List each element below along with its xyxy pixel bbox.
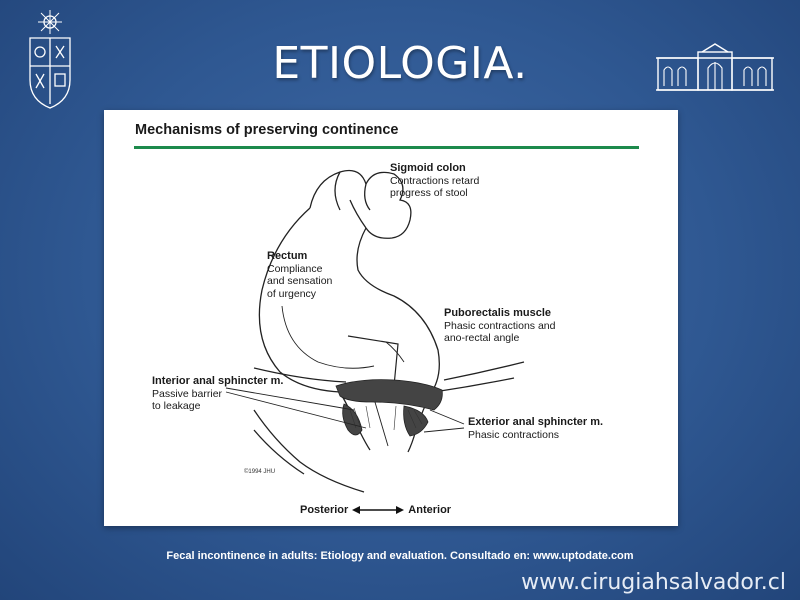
orientation-axis: Posterior Anterior <box>300 504 451 516</box>
source-caption: Fecal incontinence in adults: Etiology a… <box>166 550 634 562</box>
website-footer: www.cirugiahsalvador.cl <box>521 570 786 595</box>
label-sigmoid-colon: Sigmoid colon Contractions retard progre… <box>390 162 480 199</box>
slide-title: ETIOLOGIA. <box>272 38 528 89</box>
label-puborectalis-muscle: Puborectalis muscle Phasic contractions … <box>444 307 556 344</box>
figure-title-rule <box>134 146 639 149</box>
label-exterior-anal-sphincter: Exterior anal sphincter m. Phasic contra… <box>468 416 604 441</box>
hospital-building-logo <box>656 43 774 91</box>
figure-title: Mechanisms of preserving continence <box>135 122 399 138</box>
university-seal-logo <box>29 10 71 109</box>
artist-signature-mark: ©1994 JHU <box>244 468 275 475</box>
label-interior-anal-sphincter: Interior anal sphincter m. Passive barri… <box>152 375 284 412</box>
axis-label-anterior: Anterior <box>408 504 452 516</box>
label-rectum: Rectum Compliance and sensation of urgen… <box>267 250 333 300</box>
double-arrow-icon <box>352 506 405 514</box>
axis-label-posterior: Posterior <box>300 504 349 516</box>
anatomy-figure-panel: Mechanisms of preserving continence <box>104 110 678 526</box>
anorectal-anatomy-drawing: ©1994 JHU <box>225 169 525 493</box>
